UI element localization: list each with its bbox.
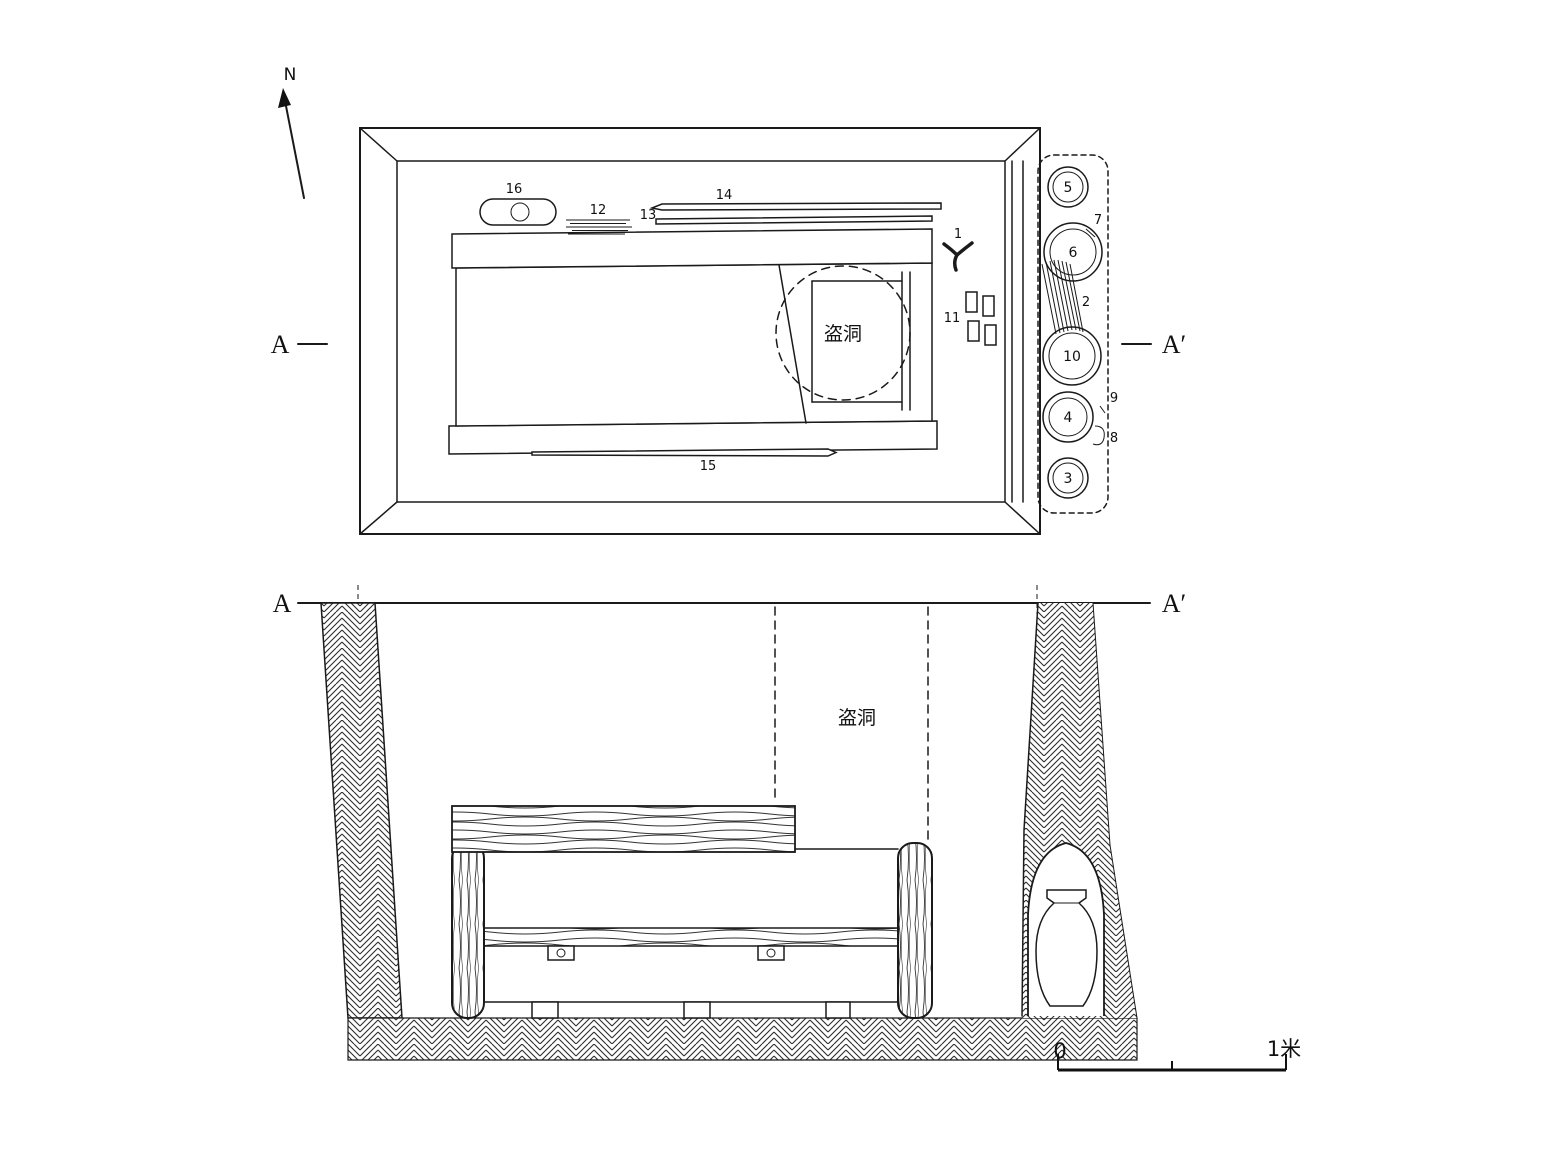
artifact-11-plaque-2 [982,295,995,317]
artifact-11-plaque-1 [965,291,978,313]
vessel-4-label: 4 [1064,410,1073,426]
artifact-label-13: 13 [640,208,657,223]
north-arrow-head [278,88,291,108]
artifact-12-slips [566,219,632,235]
coffin-break-line [778,264,807,424]
earth-left-wall [320,602,403,1019]
plan-section-label-right: A′ [1162,330,1186,359]
section-label-left: A [273,589,292,618]
item-2-label: 2 [1082,295,1090,310]
artifact-label-1: 1 [954,227,962,242]
earth-floor [347,1017,1138,1061]
north-arrow: N [278,65,305,199]
artifact-label-16: 16 [506,182,523,197]
artifact-16-disc [510,202,530,222]
pit-outer-edge [359,127,1041,535]
coffin-section [451,805,933,1019]
niche-outline [1037,154,1109,514]
coffin-floor-board [479,927,903,947]
artifact-1-fork [942,241,974,272]
plan-artifacts: 16 12 13 14 1 11 15 [479,182,997,474]
artifact-14-rod [649,202,942,211]
item-7-label: 7 [1094,213,1102,228]
north-label: N [284,65,297,85]
earth-right-outer-edge [1092,602,1138,1019]
pit-corner-sw [359,501,398,535]
scale-meter-label: 1米 [1267,1037,1301,1061]
pit-corner-ne [1004,127,1041,162]
artifact-16-box [479,198,557,226]
tomb-pit-outline [359,127,1041,535]
coffin-cleat-1 [547,945,575,961]
coffin-cleat-2 [757,945,785,961]
item-8-hook [1092,425,1105,446]
scale-zero-label: 0 [1053,1039,1066,1063]
vessel-5-label: 5 [1064,180,1073,196]
coffin-lid-plank [451,805,796,853]
coffin-top-plank-plan [451,228,933,269]
artifact-label-11: 11 [944,311,961,326]
item-9-label: 9 [1110,391,1118,406]
coffin-foot-2 [683,1001,711,1019]
robber-hole-section: 盗洞 [774,606,929,841]
coffin-plan [448,228,938,455]
north-arrow-shaft [285,105,305,199]
item-8-label: 8 [1110,431,1118,446]
niche-pot [1035,889,1098,1007]
vessel-4-outer [1042,391,1094,443]
coffin-foot-1 [531,1001,559,1019]
plan-section-line: A A′ [271,330,1187,359]
artifact-11-plaque-3 [967,320,980,342]
coffin-cleat-2-peg [766,948,776,958]
vessel-5-inner [1052,171,1084,203]
coffin-foot-3 [825,1001,851,1019]
vessel-10-outer [1042,326,1102,386]
artifact-15-rod [531,448,838,457]
vessel-3-outer [1047,457,1089,499]
niche-plan: 5 7 6 2 10 4 9 8 3 [1037,154,1118,514]
robber-hole-label-plan: 盗洞 [824,323,862,345]
plan-section-label-left: A [271,330,290,359]
vessel-3-inner [1052,462,1084,494]
robber-hole-circle [775,265,911,401]
vessel-5-outer [1047,166,1089,208]
pit-inner-edge [396,160,1006,503]
item-9-mark [1099,405,1106,414]
pit-right-wall-edge [1021,602,1039,1017]
vessel-3-label: 3 [1064,471,1073,487]
coffin-end-cap-right [897,842,933,1019]
vessel-4-inner [1048,397,1088,437]
item-7-mark [1085,228,1096,238]
plan-view: N A A′ [271,65,1187,535]
coffin-end-cap-left [451,842,485,1019]
pit-corner-nw [359,127,398,162]
artifact-label-14: 14 [716,188,733,203]
vessel-6-label: 6 [1069,245,1078,261]
item-2-fiber-bundle [1041,259,1084,335]
scale-bar: 0 1米 [1053,1037,1301,1072]
vessel-10-label: 10 [1063,349,1081,365]
section-label-right: A′ [1162,589,1186,618]
pit-corner-se [1004,501,1041,535]
artifact-13-rod [655,215,933,225]
artifact-label-12: 12 [590,203,607,218]
artifact-11-plaque-4 [984,324,997,346]
robber-hole-label-section: 盗洞 [838,707,876,729]
vessel-10-inner [1048,332,1096,380]
robber-hole-plan: 盗洞 [775,265,911,401]
coffin-cleat-1-peg [556,948,566,958]
section-view: A A′ [273,585,1301,1072]
vessel-6-inner [1049,228,1097,276]
artifact-label-15: 15 [700,459,717,474]
